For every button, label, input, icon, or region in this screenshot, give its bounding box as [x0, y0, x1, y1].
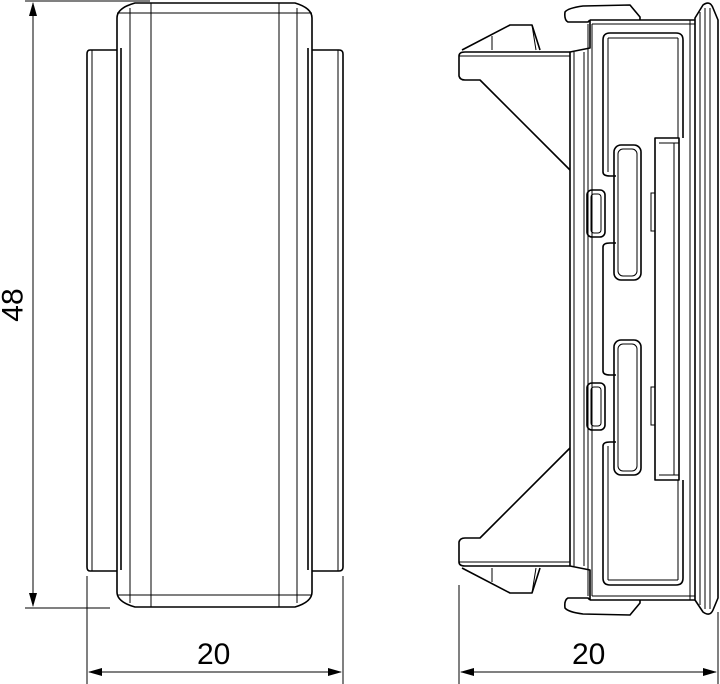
front-body-outline: [116, 2, 313, 608]
slot: [613, 144, 642, 281]
rib: [654, 137, 680, 481]
top-clip: [458, 24, 571, 171]
side-view: [458, 2, 719, 616]
bottom-tab: [564, 597, 641, 616]
front-width-dimension-label: 20: [197, 638, 231, 671]
left-flange: [86, 49, 117, 572]
latch: [586, 382, 606, 431]
side-depth-dimension: [458, 585, 719, 684]
top-tab: [564, 4, 641, 23]
height-dimension: [25, 0, 150, 609]
inner-window: [602, 32, 684, 586]
front-width-dimension: [86, 576, 344, 684]
slot: [613, 339, 642, 476]
face-plate: [694, 2, 719, 615]
body-frame: [569, 19, 695, 601]
height-dimension-label: 48: [0, 288, 30, 322]
bottom-clip: [458, 447, 571, 594]
right-flange: [312, 49, 344, 572]
side-depth-dimension-label: 20: [572, 638, 606, 671]
front-view: [86, 2, 344, 608]
latch: [586, 189, 606, 238]
